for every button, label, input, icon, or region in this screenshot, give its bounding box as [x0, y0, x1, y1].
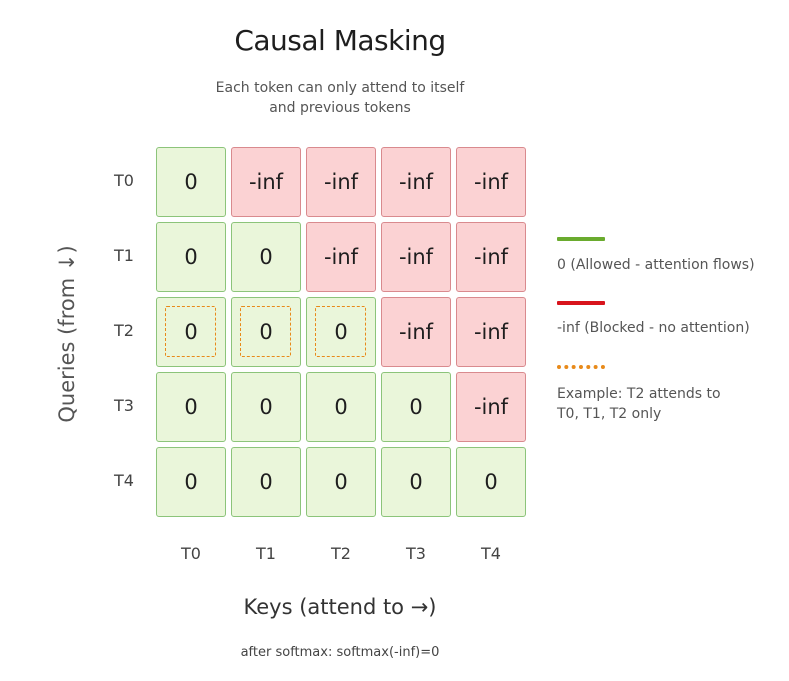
allowed-cell: 0 — [306, 447, 376, 517]
cell-value: -inf — [473, 170, 509, 194]
cell-value: -inf — [323, 170, 359, 194]
diagram-subtitle: Each token can only attend to itself and… — [0, 78, 680, 118]
blocked-cell: -inf — [381, 222, 451, 292]
cell-value: -inf — [473, 395, 509, 419]
row-label: T2 — [114, 321, 134, 340]
cell-value: 0 — [184, 320, 198, 344]
cell-value: 0 — [409, 395, 423, 419]
allowed-cell: 0 — [381, 447, 451, 517]
subtitle-line-1: Each token can only attend to itself — [215, 80, 465, 96]
allowed-cell: 0 — [381, 372, 451, 442]
softmax-footnote: after softmax: softmax(-inf)=0 — [240, 645, 440, 660]
allowed-cell: 0 — [156, 222, 226, 292]
blocked-cell: -inf — [381, 297, 451, 367]
cell-value: -inf — [398, 320, 434, 344]
example-highlight-box — [240, 306, 291, 357]
allowed-cell: 0 — [231, 447, 301, 517]
blocked-cell: -inf — [456, 297, 526, 367]
column-label: T1 — [256, 544, 276, 563]
column-label: T4 — [481, 544, 501, 563]
cell-value: 0 — [484, 470, 498, 494]
row-label: T0 — [114, 171, 134, 190]
cell-value: 0 — [259, 395, 273, 419]
cell-value: 0 — [334, 470, 348, 494]
blocked-cell: -inf — [456, 222, 526, 292]
legend-example-line-2: T0, T1, T2 only — [557, 406, 662, 422]
allowed-cell: 0 — [306, 372, 376, 442]
diagram-title: Causal Masking — [234, 24, 446, 57]
cell-value: -inf — [398, 170, 434, 194]
cell-value: 0 — [409, 470, 423, 494]
y-axis-label: Queries (from ↓) — [55, 245, 79, 423]
allowed-cell: 0 — [156, 447, 226, 517]
allowed-cell: 0 — [231, 372, 301, 442]
allowed-cell: 0 — [156, 372, 226, 442]
cell-value: 0 — [259, 245, 273, 269]
blocked-cell: -inf — [306, 147, 376, 217]
allowed-cell: 0 — [231, 222, 301, 292]
cell-value: 0 — [334, 395, 348, 419]
cell-value: -inf — [398, 245, 434, 269]
row-label: T3 — [114, 396, 134, 415]
example-highlight-box — [315, 306, 366, 357]
allowed-cell: 0 — [156, 297, 226, 367]
x-axis-label: Keys (attend to →) — [243, 595, 437, 619]
legend-example-line-1: Example: T2 attends to — [557, 386, 721, 402]
blocked-cell: -inf — [456, 372, 526, 442]
cell-value: -inf — [323, 245, 359, 269]
cell-value: 0 — [259, 470, 273, 494]
cell-value: 0 — [184, 470, 198, 494]
blocked-cell: -inf — [381, 147, 451, 217]
blocked-cell: -inf — [306, 222, 376, 292]
column-label: T3 — [406, 544, 426, 563]
cell-value: 0 — [184, 245, 198, 269]
cell-value: -inf — [473, 245, 509, 269]
column-label: T0 — [181, 544, 201, 563]
legend-blocked-swatch — [557, 301, 605, 305]
cell-value: 0 — [259, 320, 273, 344]
row-label: T1 — [114, 246, 134, 265]
cell-value: 0 — [184, 170, 198, 194]
allowed-cell: 0 — [156, 147, 226, 217]
allowed-cell: 0 — [231, 297, 301, 367]
column-label: T2 — [331, 544, 351, 563]
example-highlight-box — [165, 306, 216, 357]
allowed-cell: 0 — [456, 447, 526, 517]
allowed-cell: 0 — [306, 297, 376, 367]
cell-value: -inf — [473, 320, 509, 344]
legend-example-swatch — [557, 365, 605, 369]
row-label: T4 — [114, 471, 134, 490]
legend-allowed-label: 0 (Allowed - attention flows) — [557, 257, 755, 273]
subtitle-line-2: and previous tokens — [269, 100, 411, 116]
cell-value: 0 — [184, 395, 198, 419]
blocked-cell: -inf — [456, 147, 526, 217]
blocked-cell: -inf — [231, 147, 301, 217]
cell-value: 0 — [334, 320, 348, 344]
legend-example-label: Example: T2 attends to T0, T1, T2 only — [557, 384, 721, 424]
legend-blocked-label: -inf (Blocked - no attention) — [557, 320, 750, 336]
cell-value: -inf — [248, 170, 284, 194]
legend-allowed-swatch — [557, 237, 605, 241]
